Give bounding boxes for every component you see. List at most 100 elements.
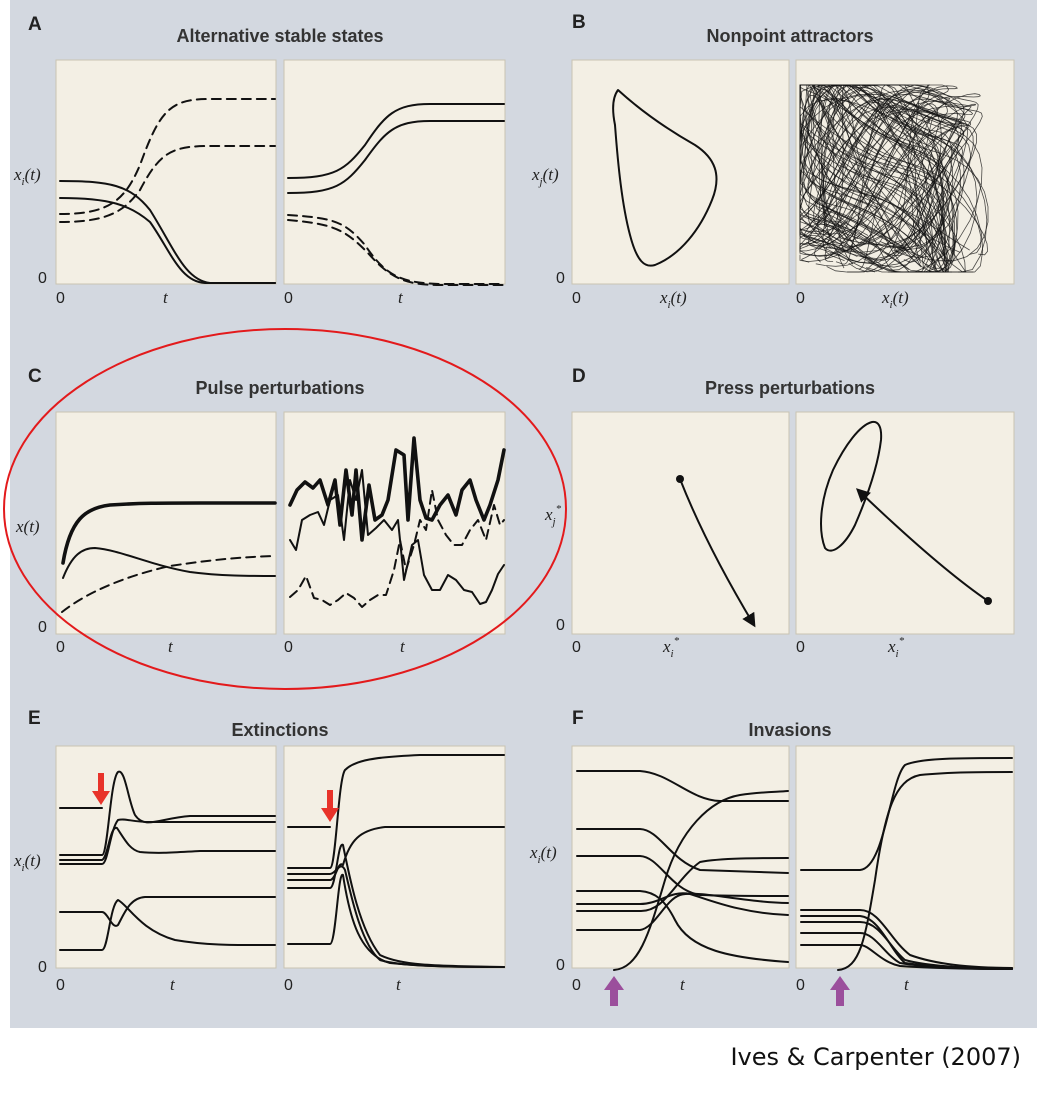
panel-f-x-label-left: t xyxy=(680,975,686,994)
panel-b-limit-cycle xyxy=(612,89,718,267)
panel-f-right-species-1 xyxy=(800,757,1013,871)
panel-b-attractor-strand xyxy=(799,84,988,273)
panel-b-attractor-strand xyxy=(799,100,977,250)
panel-e-right-species-2 xyxy=(287,754,505,869)
panel-b-y-axis-label: xj(t) xyxy=(531,165,559,188)
panel-f-right-species-6 xyxy=(800,915,1013,970)
panel-a-x-label-right: t xyxy=(398,288,404,307)
panel-f: F Invasions xi(t) 0 0 t 0 t xyxy=(529,708,1015,1006)
panel-e-left-species-5 xyxy=(59,899,276,951)
panel-d-right-limit-cycle xyxy=(820,420,883,552)
panel-b-attractor-strand xyxy=(799,98,972,252)
panel-b-x-zero-right: 0 xyxy=(796,290,805,307)
panel-a-plot-right xyxy=(283,59,506,285)
ecology-dynamics-figure: A Alternative stable states xi(t) 0 0 t … xyxy=(3,0,1037,1028)
panel-f-left-species-4 xyxy=(576,890,789,963)
panel-a-right-solid-upper xyxy=(287,103,505,179)
panel-a-title: Alternative stable states xyxy=(176,26,383,46)
panel-f-x-label-right: t xyxy=(904,975,910,994)
panel-a-y-axis-label: xi(t) xyxy=(13,165,41,188)
panel-c-left-thin xyxy=(62,547,276,579)
panel-c-left-thick xyxy=(61,501,277,565)
panel-b-attractor-strand xyxy=(825,91,951,259)
panel-b-attractor-strand xyxy=(799,84,956,273)
panel-c-x-label-right: t xyxy=(400,637,406,656)
panel-b-attractor-strand xyxy=(807,84,983,273)
panel-f-x-zero-right: 0 xyxy=(796,977,805,994)
panel-d-x-zero-left: 0 xyxy=(572,639,581,656)
panel-a-left-dash-lower xyxy=(59,145,276,223)
panel-f-title: Invasions xyxy=(748,720,831,740)
panel-e-title: Extinctions xyxy=(231,720,328,740)
panel-e-x-zero-left: 0 xyxy=(56,977,65,994)
panel-e-plot-right xyxy=(283,745,506,969)
panel-c-plot-right xyxy=(283,411,506,635)
panel-c-letter: C xyxy=(28,366,42,387)
panel-f-right-invasion-arrow xyxy=(830,976,850,1006)
panel-f-left-species-1 xyxy=(576,770,789,802)
panel-b-x-label-left: xi(t) xyxy=(659,288,687,311)
panel-d-x-label-left: xi* xyxy=(662,635,680,660)
panel-c-plot-left xyxy=(55,411,277,635)
panel-c-right-thin xyxy=(289,469,505,605)
panel-b-attractor-strand xyxy=(799,114,931,235)
panel-c-x-label-left: t xyxy=(168,637,174,656)
panel-d-y-zero: 0 xyxy=(556,617,565,634)
panel-c-right-thick xyxy=(288,436,506,542)
panel-a-x-zero-left: 0 xyxy=(56,290,65,307)
panel-c-x-zero-right: 0 xyxy=(284,639,293,656)
citation: Ives & Carpenter (2007) xyxy=(730,1043,1021,1071)
panel-e-left-extinction-arrow xyxy=(92,773,110,805)
panel-a-y-zero: 0 xyxy=(38,270,47,287)
panel-e-y-zero: 0 xyxy=(38,959,47,976)
panel-b-y-zero: 0 xyxy=(556,270,565,287)
panel-b-attractor-strand xyxy=(824,110,965,240)
panel-e-left-species-6 xyxy=(59,818,276,865)
panel-b-chaotic-attractor xyxy=(799,84,989,273)
panel-b-attractor-strand xyxy=(813,108,969,242)
panel-a-x-zero-right: 0 xyxy=(284,290,293,307)
panel-e-letter: E xyxy=(28,708,41,729)
panel-e-plot-left xyxy=(55,745,277,969)
panel-e-right-species-6 xyxy=(287,865,505,968)
panel-f-right-invader xyxy=(837,771,1013,971)
panel-e-right-extinction-arrow xyxy=(321,790,339,822)
panel-d-right-trajectory-arrow xyxy=(855,488,989,602)
panel-f-y-axis-label: xi(t) xyxy=(529,843,557,866)
panel-a-left-solid-upper xyxy=(59,180,276,284)
panel-b-attractor-strand xyxy=(799,94,955,256)
panel-a-right-dash-upper xyxy=(287,214,505,285)
panel-b-title: Nonpoint attractors xyxy=(706,26,873,46)
panel-d: D Press perturbations xj* 0 0 xi* 0 xi* xyxy=(544,366,1015,660)
panel-f-left-species-7 xyxy=(576,857,789,913)
panel-f-plot-right xyxy=(795,745,1015,969)
panel-a-right-dash-lower xyxy=(287,219,505,286)
panel-f-left-invader xyxy=(613,790,789,971)
panel-a-letter: A xyxy=(28,14,42,35)
panel-b-attractor-strand xyxy=(817,87,977,263)
panel-f-y-zero: 0 xyxy=(556,957,565,974)
panel-e: E Extinctions xi(t) 0 0 t 0 t xyxy=(13,708,506,994)
panel-b-attractor-strand xyxy=(799,98,964,252)
panel-b-x-zero-left: 0 xyxy=(572,290,581,307)
panel-b: B Nonpoint attractors xj(t) 0 0 xi(t) 0 … xyxy=(531,12,1015,311)
panel-c-highlight-ellipse xyxy=(3,328,567,690)
panel-c: C Pulse perturbations x(t) 0 0 t 0 t xyxy=(3,328,567,690)
panel-f-left-invasion-arrow xyxy=(604,976,624,1006)
panel-f-left-species-2 xyxy=(576,828,789,874)
panel-e-x-label-right: t xyxy=(396,975,402,994)
panel-b-attractor-strand xyxy=(827,85,952,265)
panel-c-y-zero: 0 xyxy=(38,619,47,636)
panel-b-letter: B xyxy=(572,12,586,33)
panel-d-plot-left xyxy=(571,411,790,635)
panel-f-letter: F xyxy=(572,708,584,729)
panel-b-attractor-strand xyxy=(824,85,958,265)
panel-b-attractor-strand xyxy=(801,84,931,267)
panel-c-y-axis-label: x(t) xyxy=(15,517,40,536)
panel-f-x-zero-left: 0 xyxy=(572,977,581,994)
panel-d-letter: D xyxy=(572,366,586,387)
panel-b-plot-left xyxy=(571,59,790,285)
panel-b-attractor-strand xyxy=(807,86,927,264)
panel-b-attractor-strand xyxy=(823,98,972,252)
panel-a-right-solid-lower xyxy=(287,120,505,194)
